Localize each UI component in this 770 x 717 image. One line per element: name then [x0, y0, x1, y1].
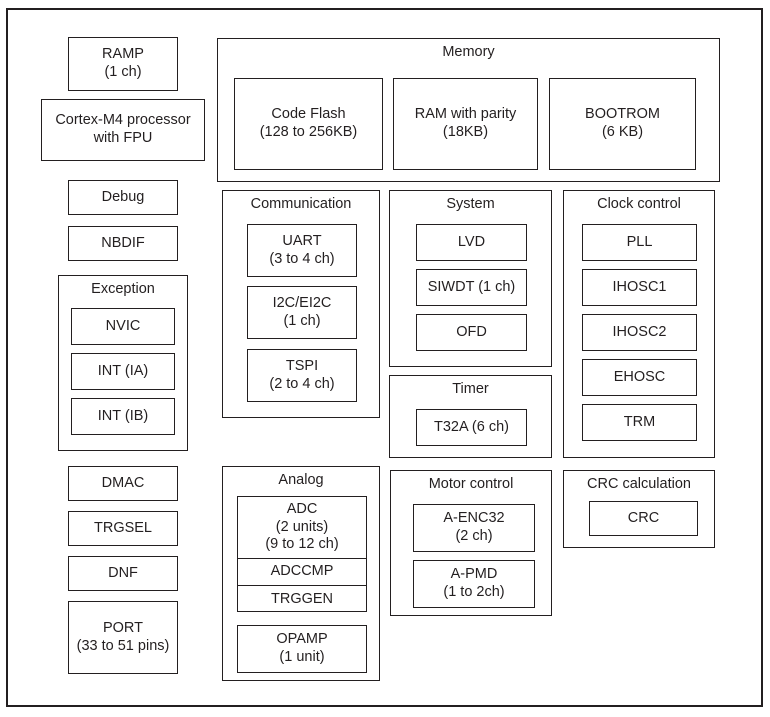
block-ram-with-parity: RAM with parity (18KB) [393, 78, 538, 170]
block-adccmp-label: ADCCMP [270, 563, 334, 580]
group-crc-calculation-label: CRC calculation [587, 476, 691, 492]
block-crc: CRC [589, 501, 698, 536]
block-a-pmd-line2: (1 to 2ch) [443, 584, 505, 600]
block-ofd-label: OFD [456, 323, 487, 340]
block-i2c-ei2c-line1: I2C/EI2C [272, 294, 332, 311]
block-dmac-label: DMAC [101, 474, 145, 491]
block-a-pmd-line1: A-PMD [450, 566, 498, 583]
block-lvd: LVD [416, 224, 527, 261]
block-nvic: NVIC [71, 308, 175, 345]
block-adc: ADC (2 units) (9 to 12 ch) [238, 497, 366, 559]
block-adccmp: ADCCMP [238, 559, 366, 586]
block-ramp: RAMP (1 ch) [68, 37, 178, 91]
block-adc-line3: (9 to 12 ch) [265, 536, 339, 553]
block-dnf-label: DNF [108, 564, 138, 581]
block-a-enc32-line2: (2 ch) [455, 528, 493, 544]
group-exception: Exception NVIC INT (IA) INT (IB) [58, 275, 188, 451]
block-tspi: TSPI (2 to 4 ch) [247, 349, 357, 402]
block-a-enc32-line1: A-ENC32 [443, 510, 505, 527]
block-debug-label: Debug [101, 188, 145, 205]
block-port-line1: PORT [102, 619, 144, 636]
block-cortex-m4-line2: with FPU [93, 130, 153, 146]
group-analog-label: Analog [278, 472, 324, 488]
block-siwdt: SIWDT (1 ch) [416, 269, 527, 306]
block-ramp-line1: RAMP [102, 46, 144, 63]
block-adc-composite: ADC (2 units) (9 to 12 ch) ADCCMP TRGGEN [237, 496, 367, 612]
group-clock-control-label: Clock control [597, 196, 681, 212]
block-int-ib: INT (IB) [71, 398, 175, 435]
block-opamp-line2: (1 unit) [279, 649, 325, 665]
block-t32a-label: T32A (6 ch) [434, 418, 509, 435]
block-ram-with-parity-line1: RAM with parity [414, 106, 517, 123]
group-crc-calculation: CRC calculation CRC [563, 470, 715, 548]
block-debug: Debug [68, 180, 178, 215]
group-system: System LVD SIWDT (1 ch) OFD [389, 190, 552, 367]
block-ehosc-label: EHOSC [613, 368, 666, 385]
block-ehosc: EHOSC [582, 359, 697, 396]
block-a-enc32: A-ENC32 (2 ch) [413, 504, 535, 552]
block-bootrom-line2: (6 KB) [601, 124, 644, 140]
block-dmac: DMAC [68, 466, 178, 501]
block-i2c-ei2c-line2: (1 ch) [283, 312, 321, 329]
block-code-flash-line1: Code Flash [271, 106, 346, 123]
group-timer-label: Timer [452, 381, 489, 397]
block-nbdif: NBDIF [68, 226, 178, 261]
block-uart: UART (3 to 4 ch) [247, 224, 357, 277]
group-communication-label: Communication [250, 196, 352, 212]
block-int-ia: INT (IA) [71, 353, 175, 390]
block-cortex-m4: Cortex-M4 processor with FPU [41, 99, 205, 161]
block-port: PORT (33 to 51 pins) [68, 601, 178, 674]
block-cortex-m4-line1: Cortex-M4 processor [55, 112, 191, 129]
block-pll: PLL [582, 224, 697, 261]
block-bootrom: BOOTROM (6 KB) [549, 78, 696, 170]
group-system-label: System [446, 196, 495, 212]
block-trgsel: TRGSEL [68, 511, 178, 546]
block-siwdt-label: SIWDT (1 ch) [427, 278, 516, 295]
block-int-ib-label: INT (IB) [97, 407, 149, 424]
block-ihosc2: IHOSC2 [582, 314, 697, 351]
group-memory-label: Memory [442, 44, 495, 60]
block-int-ia-label: INT (IA) [97, 362, 149, 379]
block-ihosc1-label: IHOSC1 [612, 278, 667, 295]
block-trggen: TRGGEN [238, 586, 366, 613]
block-trm: TRM [582, 404, 697, 441]
block-tspi-line1: TSPI [285, 357, 319, 374]
block-t32a: T32A (6 ch) [416, 409, 527, 446]
group-analog: Analog ADC (2 units) (9 to 12 ch) ADCCMP… [222, 466, 380, 681]
block-uart-line2: (3 to 4 ch) [269, 250, 335, 267]
block-code-flash-line2: (128 to 256KB) [259, 124, 358, 140]
block-port-line2: (33 to 51 pins) [76, 637, 170, 654]
block-ram-with-parity-line2: (18KB) [442, 124, 489, 140]
group-exception-label: Exception [91, 281, 155, 297]
block-code-flash: Code Flash (128 to 256KB) [234, 78, 383, 170]
block-adc-line2: (2 units) [275, 518, 329, 535]
group-timer: Timer T32A (6 ch) [389, 375, 552, 458]
block-a-pmd: A-PMD (1 to 2ch) [413, 560, 535, 608]
block-opamp: OPAMP (1 unit) [237, 625, 367, 673]
block-nvic-label: NVIC [105, 317, 141, 334]
group-motor-control: Motor control A-ENC32 (2 ch) A-PMD (1 to… [390, 470, 552, 616]
block-bootrom-line1: BOOTROM [585, 106, 660, 123]
block-crc-label: CRC [627, 509, 660, 526]
group-communication: Communication UART (3 to 4 ch) I2C/EI2C … [222, 190, 380, 418]
block-dnf: DNF [68, 556, 178, 591]
block-lvd-label: LVD [457, 233, 486, 250]
block-uart-line1: UART [282, 232, 322, 249]
block-adc-line1: ADC [286, 500, 318, 517]
block-nbdif-label: NBDIF [101, 234, 145, 251]
block-trm-label: TRM [623, 413, 656, 430]
block-trgsel-label: TRGSEL [93, 519, 152, 536]
block-ramp-line2: (1 ch) [104, 64, 142, 80]
block-tspi-line2: (2 to 4 ch) [269, 375, 335, 392]
block-trggen-label: TRGGEN [270, 590, 334, 607]
group-clock-control: Clock control PLL IHOSC1 IHOSC2 EHOSC TR… [563, 190, 715, 458]
group-memory: Memory Code Flash (128 to 256KB) RAM wit… [217, 38, 720, 182]
block-i2c-ei2c: I2C/EI2C (1 ch) [247, 286, 357, 339]
block-ofd: OFD [416, 314, 527, 351]
block-ihosc1: IHOSC1 [582, 269, 697, 306]
block-pll-label: PLL [626, 233, 653, 250]
block-opamp-line1: OPAMP [276, 631, 328, 648]
group-motor-control-label: Motor control [428, 476, 514, 492]
block-ihosc2-label: IHOSC2 [612, 323, 667, 340]
